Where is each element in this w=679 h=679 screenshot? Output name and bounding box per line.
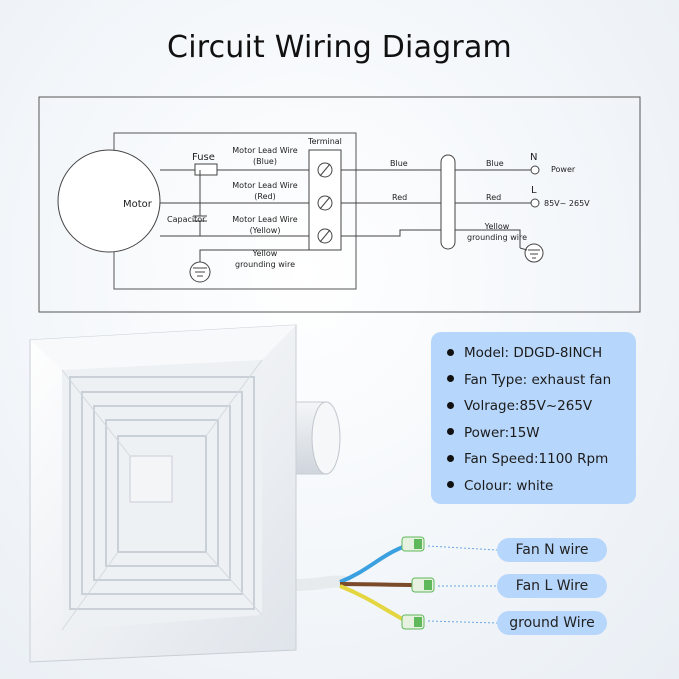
- power-cable: [290, 575, 351, 591]
- terminal-n: [530, 165, 540, 175]
- capacitor-label: Capacitor: [167, 215, 206, 224]
- terminal-screw-2: [317, 195, 333, 211]
- spec-list: Model: DDGD-8INCH Fan Type: exhaust fan …: [447, 340, 636, 499]
- spec-model: Model: DDGD-8INCH: [464, 345, 603, 361]
- fan-l-wire-label: Fan L Wire: [497, 574, 607, 598]
- wire-red-label-2: Red: [486, 193, 501, 202]
- n-label: N: [530, 152, 537, 163]
- page-title: Circuit Wiring Diagram: [167, 30, 512, 65]
- spec-item: Fan Speed:1100 Rpm: [447, 446, 636, 473]
- lead-red-line2: (Red): [254, 192, 275, 201]
- spec-item: Power:15W: [447, 420, 636, 447]
- lead-yellow-line1: Motor Lead Wire: [232, 215, 297, 224]
- spec-item: Colour: white: [447, 473, 636, 500]
- wire-connector-l: [411, 577, 435, 593]
- bullet-icon: [447, 428, 454, 435]
- bullet-icon: [447, 348, 454, 356]
- lead-blue-line2: (Blue): [253, 157, 277, 166]
- ground-symbol-right: [524, 243, 544, 263]
- ground-symbol-left: [189, 261, 211, 283]
- yellow-wire: [339, 584, 409, 624]
- fuse-label: Fuse: [192, 152, 215, 163]
- ground-left-line1: Yellow: [252, 249, 278, 258]
- bullet-icon: [447, 454, 454, 462]
- spec-power: Power:15W: [464, 424, 540, 441]
- spec-item: Fan Type: exhaust fan: [447, 367, 636, 394]
- circuit-diagram: Motor Fuse Capacitor Motor Lead Wire (Bl…: [38, 96, 641, 313]
- terminal-screw-1: [317, 162, 333, 178]
- lead-yellow-line2: (Yellow): [250, 226, 281, 235]
- terminal-screw-3: [317, 228, 333, 244]
- spec-item: Model: DDGD-8INCH: [447, 340, 636, 367]
- ground-left-line2: grounding wire: [235, 260, 295, 269]
- duct-pipe-end: [311, 401, 341, 475]
- lead-blue-line1: Motor Lead Wire: [232, 146, 297, 155]
- spec-colour: Colour: white: [464, 477, 554, 494]
- blue-wire: [339, 543, 409, 584]
- ground-right-line2: grounding wire: [467, 233, 527, 242]
- spec-voltage: Volrage:85V~265V: [464, 398, 593, 414]
- terminal-label: Terminal: [307, 137, 342, 146]
- bullet-icon: [447, 401, 454, 409]
- fan-n-wire-label: Fan N wire: [497, 538, 607, 562]
- bullet-icon: [447, 481, 454, 488]
- brown-wire: [339, 582, 419, 587]
- wire-blue-label-2: Blue: [486, 159, 504, 168]
- leader-n: [427, 545, 498, 551]
- ground-wire-label: ground Wire: [497, 611, 607, 635]
- spec-fan-type: Fan Type: exhaust fan: [464, 371, 612, 388]
- grille-diagonals: [61, 359, 263, 631]
- spec-card: Model: DDGD-8INCH Fan Type: exhaust fan …: [431, 332, 636, 504]
- l-label: L: [531, 185, 537, 196]
- connector-bar: [440, 154, 456, 250]
- voltage-label: 85V~ 265V: [544, 199, 590, 208]
- lead-red-line1: Motor Lead Wire: [232, 181, 297, 190]
- wire-red-label-1: Red: [392, 193, 407, 202]
- spec-item: Volrage:85V~265V: [447, 393, 636, 420]
- grille-louvers: [69, 376, 255, 610]
- terminal-l: [530, 198, 540, 208]
- motor-label: Motor: [123, 199, 153, 210]
- spec-fan-speed: Fan Speed:1100 Rpm: [464, 451, 609, 467]
- leader-ground: [427, 620, 498, 624]
- motor-circle: [57, 149, 161, 253]
- diagram-frame: [38, 96, 641, 313]
- wire-connector-ground: [401, 614, 425, 630]
- ground-right-line1: Yellow: [484, 222, 510, 231]
- wire-connector-n: [401, 536, 425, 552]
- bullet-icon: [447, 375, 454, 382]
- grille-center: [129, 455, 173, 503]
- wire-blue-label-1: Blue: [390, 159, 408, 168]
- power-label: Power: [551, 165, 576, 174]
